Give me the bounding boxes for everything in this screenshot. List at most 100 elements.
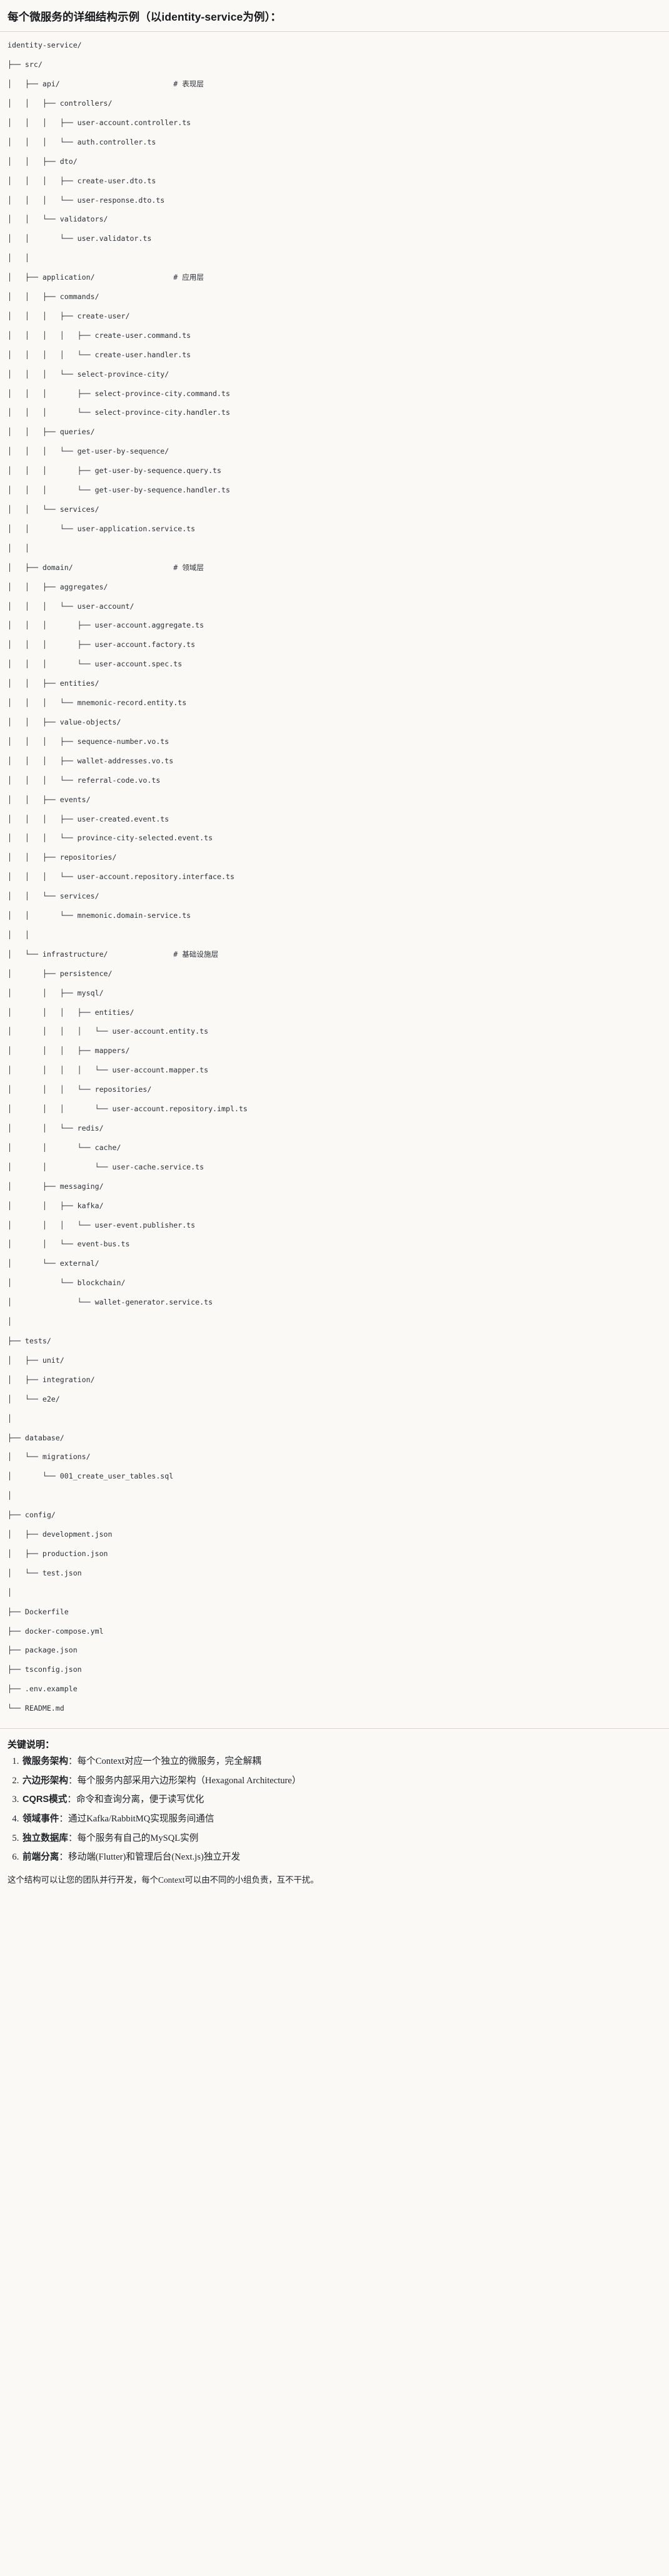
tree-line: │ │ │ └── auth.controller.ts (8, 137, 156, 146)
title-divider (0, 31, 669, 33)
tree-line: │ └── external/ (8, 1259, 99, 1268)
tree-line: │ │ └── validators/ (8, 215, 108, 224)
tree-line: │ │ (8, 543, 29, 552)
tree-line: identity-service/ (8, 41, 82, 50)
key-point-description: 移动端(Flutter)和管理后台(Next.js)独立开发 (68, 1852, 241, 1863)
tree-line: │ │ │ └── get-user-by-sequence.handler.t… (8, 486, 230, 495)
tree-line: │ ├── domain/ # 领域层 (8, 563, 204, 572)
document-root: 每个微服务的详细结构示例（以identity-service为例）： ident… (0, 0, 669, 1896)
tree-line: │ └── e2e/ (8, 1394, 60, 1403)
tree-line: │ ├── persistence/ (8, 969, 113, 978)
tree-line: │ │ │ └── user-account.repository.interf… (8, 872, 234, 882)
key-point-term: 前端分离 (23, 1852, 59, 1863)
key-point-item: 前端分离：移动端(Flutter)和管理后台(Next.js)独立开发 (21, 1850, 661, 1865)
tree-line: ├── docker-compose.yml (8, 1626, 104, 1636)
tree-line: └── README.md (8, 1704, 64, 1713)
tree-line: │ └── migrations/ (8, 1452, 91, 1462)
key-point-term: 独立数据库 (23, 1833, 68, 1843)
key-point-term: 领域事件 (23, 1813, 59, 1824)
key-point-separator: ： (68, 1775, 78, 1786)
tree-line: │ │ └── user.validator.ts (8, 234, 152, 243)
key-points-list: 微服务架构：每个Context对应一个独立的微服务，完全解耦六边形架构：每个服务… (0, 1754, 669, 1865)
tree-line: ├── package.json (8, 1646, 78, 1655)
tree-line: │ │ │ └── user-account.spec.ts (8, 659, 183, 669)
key-point-separator: ： (68, 1833, 78, 1843)
tree-line: │ │ │ ├── mappers/ (8, 1046, 130, 1056)
tree-line: │ │ │ └── get-user-by-sequence/ (8, 447, 169, 456)
tree-line: │ └── test.json (8, 1568, 82, 1577)
key-point-description: 命令和查询分离，便于读写优化 (76, 1795, 204, 1805)
tree-line: │ │ └── services/ (8, 505, 99, 514)
tree-line: │ │ │ └── mnemonic-record.entity.ts (8, 698, 187, 708)
tree-line: │ │ ├── queries/ (8, 427, 95, 437)
tree-line: │ └── wallet-generator.service.ts (8, 1298, 213, 1307)
tree-line: ├── Dockerfile (8, 1607, 69, 1616)
tree-line: │ └── infrastructure/ # 基础设施层 (8, 949, 219, 959)
tree-line: │ │ ├── aggregates/ (8, 582, 108, 591)
tree-line: ├── tsconfig.json (8, 1665, 82, 1674)
tree-line: │ │ │ ├── user-account.aggregate.ts (8, 621, 204, 630)
tree-line: │ │ │ ├── create-user.dto.ts (8, 176, 156, 185)
tree-line: │ (8, 1491, 12, 1500)
tree-line: │ │ │ └── province-city-selected.event.t… (8, 833, 213, 843)
tree-line: │ │ ├── value-objects/ (8, 717, 121, 726)
tree-line: │ │ ├── entities/ (8, 679, 99, 688)
tree-line: │ │ └── mnemonic.domain-service.ts (8, 911, 191, 920)
tree-line: │ │ │ └── referral-code.vo.ts (8, 775, 161, 785)
tree-line: │ (8, 1587, 12, 1597)
tree-line: │ │ ├── repositories/ (8, 853, 117, 862)
tree-line: │ │ │ ├── user-account.controller.ts (8, 118, 191, 127)
tree-line: │ │ ├── mysql/ (8, 988, 104, 997)
tree-line: │ │ │ ├── sequence-number.vo.ts (8, 736, 169, 746)
closing-paragraph: 这个结构可以让您的团队并行开发，每个Context可以由不同的小组负责，互不干扰… (8, 1875, 319, 1885)
key-point-item: 领域事件：通过Kafka/RabbitMQ实现服务间通信 (21, 1812, 661, 1826)
tree-line: │ ├── application/ # 应用层 (8, 273, 204, 282)
tree-line: │ │ │ │ └── create-user.handler.ts (8, 350, 191, 359)
tree-line: │ │ └── event-bus.ts (8, 1240, 130, 1249)
tree-line: │ └── blockchain/ (8, 1278, 126, 1288)
tree-line: │ ├── api/ # 表现层 (8, 79, 204, 89)
tree-line: │ (8, 1413, 12, 1423)
key-point-term: 六边形架构 (23, 1775, 68, 1786)
tree-line: │ │ │ ├── entities/ (8, 1007, 134, 1017)
tree-line: │ │ │ ├── create-user/ (8, 311, 130, 320)
tree-line: │ │ (8, 253, 29, 263)
tree-line: │ │ └── cache/ (8, 1143, 121, 1152)
key-point-description: 通过Kafka/RabbitMQ实现服务间通信 (68, 1813, 214, 1824)
key-point-separator: ： (59, 1813, 68, 1824)
key-point-description: 每个Context对应一个独立的微服务，完全解耦 (77, 1756, 261, 1767)
tree-line: ├── config/ (8, 1510, 56, 1520)
tree-line: │ │ └── user-application.service.ts (8, 524, 196, 533)
tree-line: ├── database/ (8, 1433, 64, 1442)
key-point-separator: ： (59, 1852, 68, 1863)
tree-line: │ ├── messaging/ (8, 1181, 104, 1191)
tree-line: │ │ │ └── repositories/ (8, 1085, 152, 1094)
key-point-separator: ： (67, 1795, 76, 1805)
tree-line: │ │ │ └── user-account/ (8, 601, 134, 611)
tree-line: │ │ │ ├── select-province-city.command.t… (8, 389, 230, 398)
key-point-item: CQRS模式：命令和查询分离，便于读写优化 (21, 1793, 661, 1807)
tree-line: │ │ └── services/ (8, 892, 99, 901)
tree-line: │ │ │ │ └── user-account.mapper.ts (8, 1066, 209, 1075)
tree-line: │ ├── integration/ (8, 1375, 95, 1384)
key-point-item: 六边形架构：每个服务内部采用六边形架构（Hexagonal Architectu… (21, 1774, 661, 1788)
tree-line: ├── src/ (8, 60, 43, 69)
tree-line: │ │ │ └── user-event.publisher.ts (8, 1220, 196, 1229)
page-title: 每个微服务的详细结构示例（以identity-service为例）： (8, 11, 282, 23)
tree-line: │ │ ├── kafka/ (8, 1201, 104, 1210)
key-point-item: 微服务架构：每个Context对应一个独立的微服务，完全解耦 (21, 1754, 661, 1769)
tree-line: │ │ │ ├── user-account.factory.ts (8, 640, 196, 649)
tree-line: │ │ ├── dto/ (8, 156, 78, 166)
tree-line: │ ├── development.json (8, 1530, 113, 1539)
tree-line: ├── tests/ (8, 1336, 51, 1345)
tree-line: │ │ │ ├── wallet-addresses.vo.ts (8, 756, 174, 765)
tree-line: │ ├── production.json (8, 1549, 108, 1558)
tree-line: │ │ └── user-cache.service.ts (8, 1162, 204, 1171)
tree-line: │ │ │ │ ├── create-user.command.ts (8, 330, 191, 340)
tree-line: │ │ │ └── select-province-city/ (8, 369, 169, 379)
directory-tree-code-block: identity-service/ ├── src/ │ ├── api/ # … (0, 32, 669, 1729)
key-points-heading: 关键说明： (8, 1739, 55, 1751)
tree-line: │ │ │ │ └── user-account.entity.ts (8, 1027, 209, 1036)
tree-line: │ │ ├── events/ (8, 795, 91, 804)
tree-line: │ (8, 1317, 12, 1326)
